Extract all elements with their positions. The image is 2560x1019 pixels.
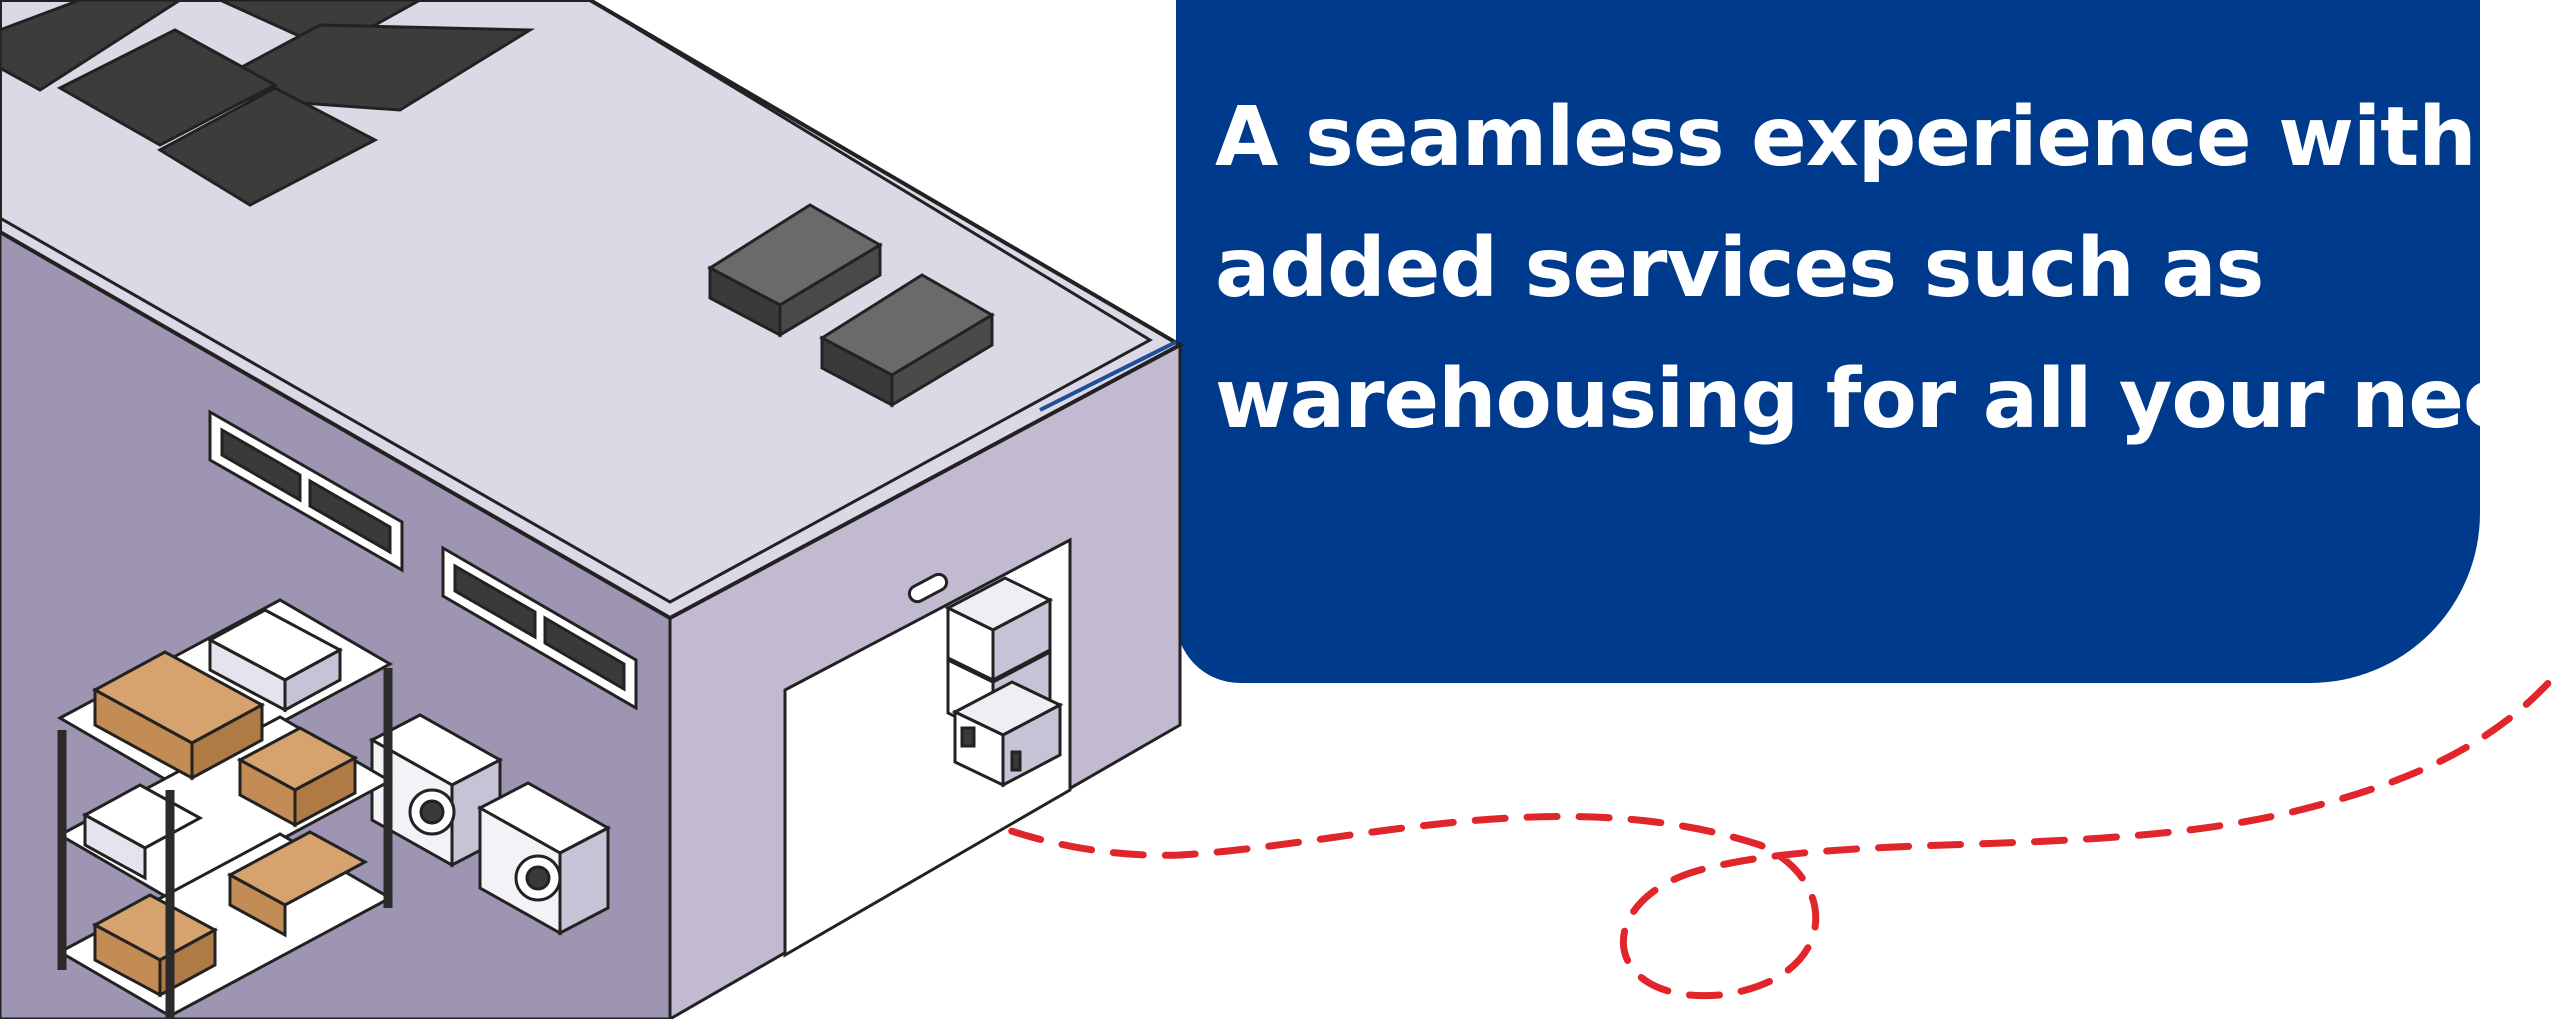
wall-windows [208, 409, 638, 711]
rooftop-ac-units [707, 203, 995, 408]
storage-rack [56, 598, 394, 1019]
delivery-route-line [834, 666, 2560, 1000]
headline-line-2: added services such as [1215, 221, 2264, 316]
headline-panel [1176, 0, 2480, 683]
door-boxes [944, 576, 1064, 788]
headline: A seamless experience with added service… [1215, 72, 2560, 465]
headline-line-3: warehousing for all your needs. [1215, 352, 2560, 447]
roof-skylights [0, 0, 536, 207]
headline-line-1: A seamless experience with [1215, 90, 2477, 185]
